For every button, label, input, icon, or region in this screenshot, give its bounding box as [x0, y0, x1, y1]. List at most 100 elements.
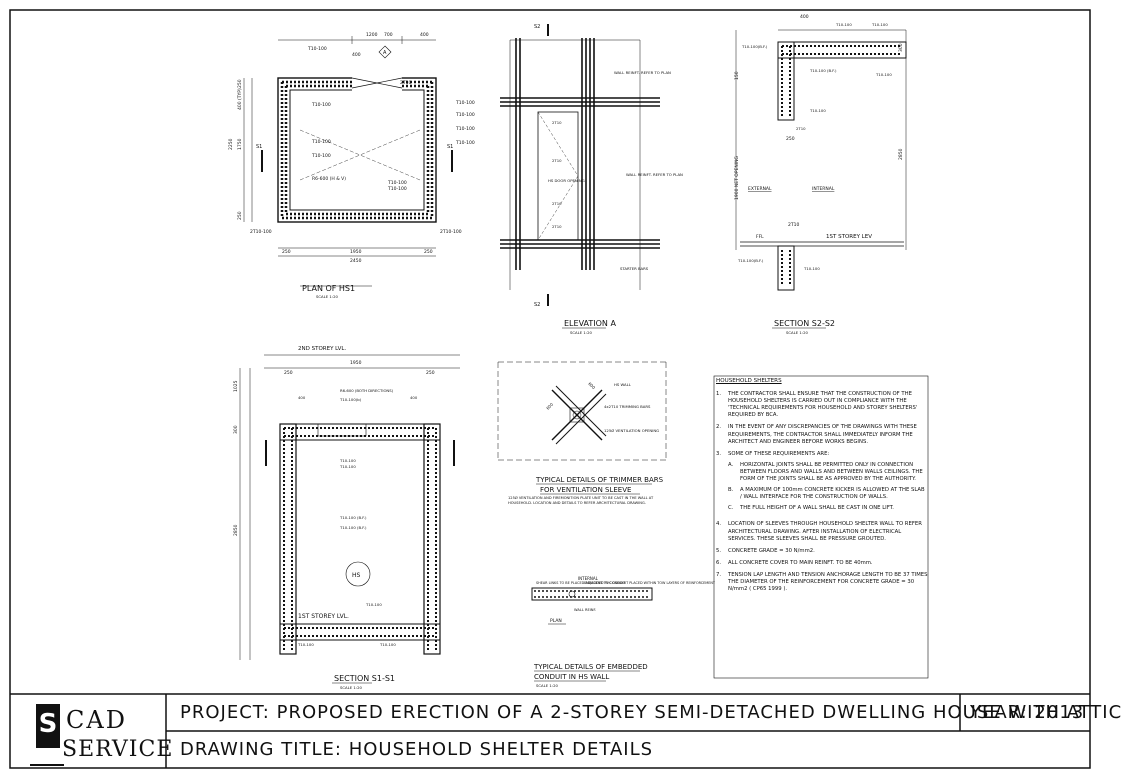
project-year: YEAR: 2013: [970, 702, 1085, 723]
s1-dim: 1025: [233, 380, 239, 392]
section-mark-s1: S1: [256, 144, 262, 150]
s1-label: T10-100 (B.F.): [339, 515, 367, 520]
s2-label: 2T10: [788, 222, 799, 228]
s1-label: T10-100: [365, 602, 382, 607]
conduit-title-2: CONDUIT IN HS WALL: [534, 673, 609, 681]
conduit-scale: SCALE 1:20: [536, 683, 558, 688]
elevation-title: ELEVATION A: [564, 319, 616, 328]
plan-label: T10-100: [311, 153, 331, 159]
s2-label: INTERNAL: [812, 186, 835, 192]
plan-dim-label: 1950: [350, 249, 362, 255]
s2-label: EXTERNAL: [748, 186, 772, 192]
s1-dim: 300: [233, 425, 239, 434]
elev-label: WALL REINFT. REFER TO PLAN: [614, 70, 671, 75]
note-item: 6.ALL CONCRETE COVER TO MAIN REINFT. TO …: [716, 560, 928, 567]
note-text: TENSION LAP LENGTH AND TENSION ANCHORAGE…: [728, 571, 928, 593]
section-s2-scale: SCALE 1:20: [786, 330, 808, 335]
s2-label: T10-100: [809, 108, 826, 113]
plan-label: 2T10: [400, 80, 411, 86]
section-s2: 400 300 2850 1900 NET OPENING 250 150 T1…: [734, 14, 907, 335]
s1-label: T10-100: [379, 642, 396, 647]
note-item: 5.CONCRETE GRADE = 30 N/mm2.: [716, 548, 928, 555]
note-number: 1.: [716, 391, 722, 398]
s1-label: T10-100: [339, 458, 356, 463]
plan-hs1: 1200 700 400 250 1950 250 2450 R6-600 (H…: [228, 32, 475, 299]
trimmer-label: 600: [545, 401, 554, 410]
conduit-label: INTERNAL: [578, 576, 599, 581]
note-item: 3. SOME OF THESE REQUIREMENTS ARE: A.HOR…: [716, 451, 928, 517]
section-mark-s2: S2: [534, 24, 540, 30]
notes-heading: HOUSEHOLD SHELTERS: [716, 378, 782, 384]
trimmer-note-box: 125Ø VENTILATION AND FIREMONITION PLATE …: [508, 496, 653, 505]
plan-dim-label: 250: [282, 249, 291, 255]
trimmer-label: 4x2T10 TRIMMING BARS: [604, 404, 651, 409]
note-number: 2.: [716, 424, 722, 431]
s2-label: T10-100: [871, 22, 888, 27]
s2-dim: 1900 NET OPENING: [734, 156, 740, 200]
sub-letter: C.: [728, 505, 734, 512]
elev-label: 2T10: [552, 158, 562, 163]
conduit-title-1: TYPICAL DETAILS OF EMBEDDED: [533, 663, 648, 671]
logo-underline: [30, 764, 64, 766]
s2-label: T10-100 (B.F.): [809, 68, 837, 73]
section-s1-title: SECTION S1-S1: [334, 674, 395, 683]
note-body: SOME OF THESE REQUIREMENTS ARE: A.HORIZO…: [728, 451, 928, 517]
drawing-canvas: 1200 700 400 250 1950 250 2450 R6-600 (H…: [9, 9, 1091, 769]
s1-level-top: 2ND STOREY LVL.: [298, 346, 346, 352]
note-sub-item: A.HORIZONTAL JOINTS SHALL BE PERMITTED O…: [728, 462, 928, 483]
conduit-label: EMBEDDED PVC CONDUIT PLACED WITHIN TOW L…: [584, 581, 716, 585]
s2-label: T10-100(B.F.): [737, 258, 764, 263]
s1-tag-hs: HS: [352, 572, 361, 579]
trimmer-title-2: FOR VENTILATION SLEEVE: [540, 486, 631, 494]
elevation-scale: SCALE 1:20: [570, 330, 592, 335]
plan-dim-left: 400 (TYP): [237, 88, 243, 110]
logo-mark: S: [36, 704, 60, 748]
plan-label: T10-100: [311, 102, 331, 108]
sub-text: THE FULL HEIGHT OF A WALL SHALL BE CAST …: [740, 505, 894, 512]
s1-dim: 250: [284, 370, 293, 376]
note-text: LOCATION OF SLEEVES THROUGH HOUSEHOLD SH…: [728, 521, 922, 542]
s2-dim: 150: [734, 71, 740, 80]
s1-dim: 1950: [350, 360, 362, 366]
s2-label: 2T10: [796, 126, 806, 131]
title-block: [10, 693, 1090, 768]
sheet-border: [9, 9, 1091, 769]
logo-cad-text: CAD: [66, 706, 127, 734]
s2-label: 1ST STOREY LEV: [826, 234, 872, 240]
s1-level-bottom: 1ST STOREY LVL.: [298, 613, 349, 620]
project-title: PROJECT: PROPOSED ERECTION OF A 2-STOREY…: [180, 702, 1122, 723]
conduit-label: WALL REINF.: [574, 608, 596, 612]
trimmer-title-1: TYPICAL DETAILS OF TRIMMER BARS: [535, 476, 664, 484]
plan-label: T10-100: [455, 126, 475, 132]
note-sub-item: C. THE FULL HEIGHT OF A WALL SHALL BE CAS…: [728, 505, 928, 512]
view-tag-a: A: [383, 50, 387, 56]
note-item: 4.LOCATION OF SLEEVES THROUGH HOUSEHOLD …: [716, 521, 928, 542]
s1-label: T10-100: [339, 464, 356, 469]
s1-label: 400: [410, 395, 418, 400]
plan-dim-left: 250: [237, 79, 243, 88]
plan-label: 2T10-100: [440, 229, 462, 235]
elevation-a: S2 S2 WALL REINFT. REFER TO PLAN WALL RE…: [500, 24, 683, 335]
plan-dim-left: 2250: [228, 138, 234, 150]
trimmer-label: 600: [587, 381, 596, 390]
s2-dim: 250: [786, 136, 795, 142]
plan-dim-left: 1750: [237, 138, 243, 150]
sub-letter: B.: [728, 487, 734, 494]
plan-label: 2T10-100: [250, 229, 272, 235]
elev-label: STARTER BARS: [620, 266, 649, 271]
plan-label: T10-100: [311, 139, 331, 145]
plan-dim-left: 250: [237, 211, 243, 220]
elev-label: WALL REINFT. REFER TO PLAN: [626, 172, 683, 177]
elev-label: 2T10: [552, 201, 562, 206]
note-item: 2.IN THE EVENT OF ANY DISCREPANCIES OF T…: [716, 424, 928, 445]
s1-label: 400: [298, 395, 306, 400]
plan-label: 400: [352, 52, 361, 58]
s2-dim: 300: [898, 43, 904, 52]
plan-dim-label: 1200: [366, 32, 378, 38]
s1-label: T10-100(b): [339, 397, 362, 402]
note-number: 6.: [716, 559, 722, 566]
section-s1: 2ND STOREY LVL. 1ST STOREY LVL. 250 1950…: [233, 346, 460, 690]
s1-label: T10-100 (B.F.): [339, 525, 367, 530]
note-sub-item: B.A MAXIMUM OF 100mm CONCRETE KICKER IS …: [728, 487, 928, 501]
general-notes: HOUSEHOLD SHELTERS 1.THE CONTRACTOR SHAL…: [716, 378, 928, 598]
